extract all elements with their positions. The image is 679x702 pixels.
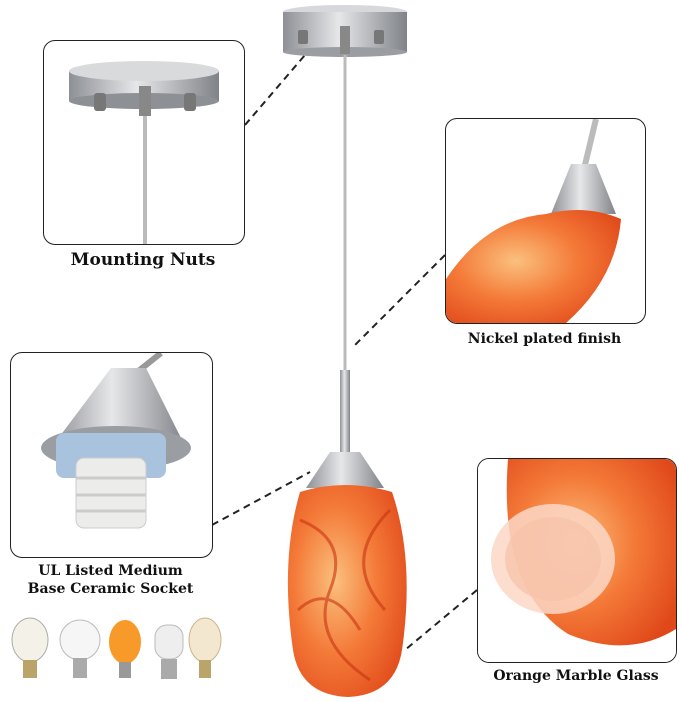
mounting-nuts-label: Mounting Nuts <box>70 250 216 270</box>
led-a19-bulb-icon <box>59 619 101 678</box>
callout-lines <box>211 54 478 651</box>
socket-label-line2: Base Ceramic Socket <box>27 580 194 597</box>
mounting-nuts-detail <box>43 40 245 245</box>
nickel-finish-label: Nickel plated finish <box>467 331 622 347</box>
vintage-filament-bulb-icon <box>188 617 222 678</box>
shade-cap <box>306 452 384 488</box>
marble-glass-shade <box>287 485 407 697</box>
canopy <box>283 5 407 57</box>
canopy-closeup-image <box>69 61 219 244</box>
marble-glass-detail <box>477 458 677 663</box>
edison-filament-bulb-icon <box>11 617 49 678</box>
socket-closeup-image <box>41 353 191 529</box>
glass-closeup-image <box>478 459 676 662</box>
spiral-cfl-bulb-icon <box>154 624 184 679</box>
marble-glass-label: Orange Marble Glass <box>493 668 659 684</box>
socket-label: UL Listed Medium Base Ceramic Socket <box>10 563 211 598</box>
socket-label-line1: UL Listed Medium <box>38 563 183 579</box>
finish-closeup-image <box>446 119 621 323</box>
socket-detail <box>10 352 213 558</box>
flame-bulb-icon <box>109 620 141 678</box>
compatible-bulbs <box>11 617 222 679</box>
nickel-finish-detail <box>445 118 646 324</box>
down-rod <box>340 370 350 452</box>
